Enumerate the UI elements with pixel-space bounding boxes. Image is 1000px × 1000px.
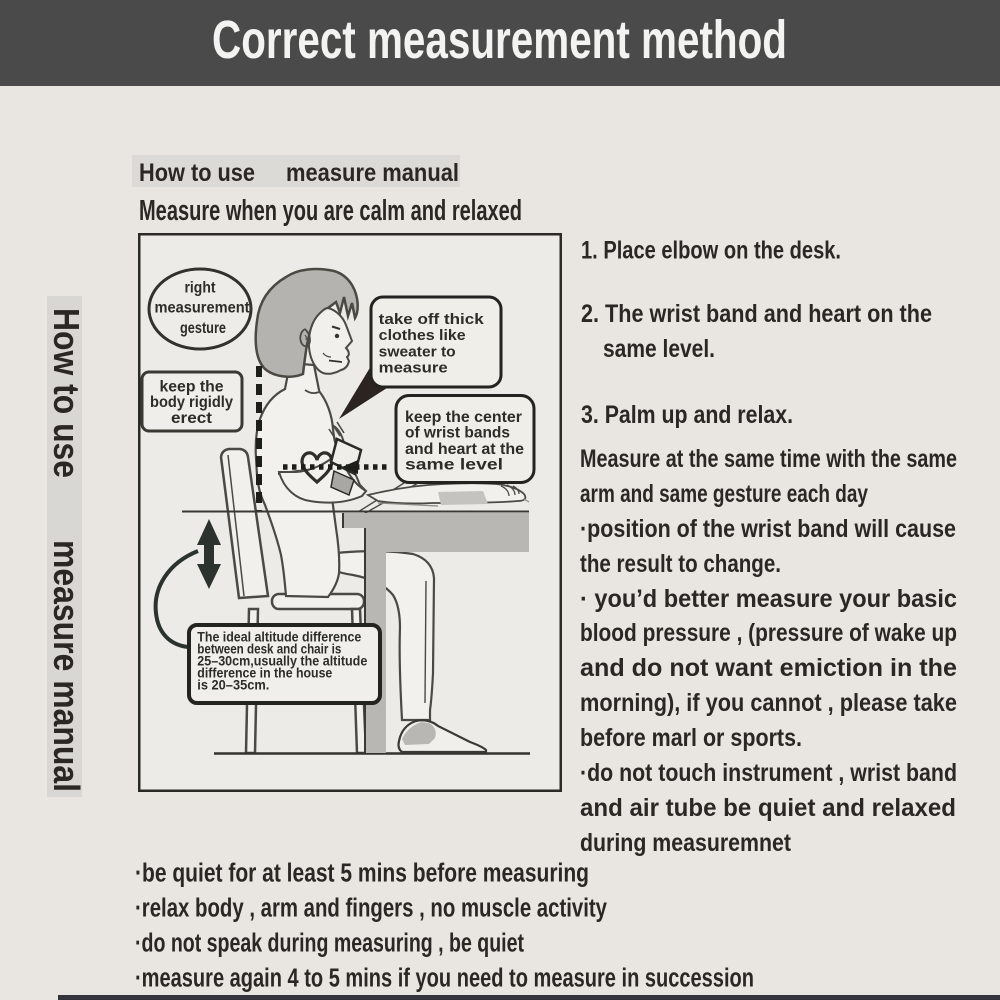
svg-text:and air tube be quiet and: and air tube be quiet and relaxed (580, 794, 956, 822)
svg-text:before marl or sports.: before marl or sports. (580, 724, 802, 752)
svg-text:same level.: same level. (603, 335, 715, 363)
svg-text:measurement: measurement (155, 300, 250, 317)
svg-text:keep the: keep the (160, 379, 224, 396)
svg-text:Measure at the same time with: Measure at the same time with the same (580, 445, 957, 473)
svg-text:take off thick: take off thick (379, 311, 485, 328)
svg-text:gesture: gesture (180, 320, 226, 337)
svg-text:·do not speak during measuring: ·do not speak during measuring , be quie… (135, 930, 524, 958)
svg-text:difference in the house: difference in the house (197, 664, 332, 680)
svg-text:during measuremnet: during measuremnet (580, 829, 792, 857)
svg-text:·position of the wrist band wi: ·position of the wrist band will cause (580, 515, 956, 543)
svg-text:Correct measurement method: Correct measurement method (212, 10, 787, 70)
svg-text:body rigidly: body rigidly (150, 394, 233, 411)
svg-text:and heart at the: and heart at the (405, 441, 524, 458)
svg-text:The ideal altitude difference: The ideal altitude difference (197, 629, 361, 645)
svg-text:· you’d better measure your: · you’d better measure your basic (580, 585, 957, 613)
svg-text:right: right (185, 280, 216, 297)
svg-text:How to use: How to use (139, 159, 255, 187)
svg-text:1. Place elbow on the desk.: 1. Place elbow on the desk. (581, 237, 841, 265)
svg-text:keep the center: keep the center (405, 409, 522, 426)
svg-text:3. Palm up and relax.: 3. Palm up and relax. (581, 401, 793, 429)
svg-text:erect: erect (171, 410, 212, 427)
svg-text:arm and same gesture each day: arm and same gesture each day (580, 480, 868, 508)
svg-text:measure manual: measure manual (286, 159, 459, 187)
svg-text:between desk and chair is: between desk and chair is (197, 640, 341, 656)
svg-text:sweater to: sweater to (379, 344, 456, 361)
svg-text:clothes like: clothes like (379, 327, 466, 344)
svg-text:same level: same level (405, 457, 503, 474)
svg-text:measure: measure (379, 359, 448, 376)
svg-text:Measure when you are calm and: Measure when you are calm and relaxed (139, 195, 522, 227)
svg-text:of wrist bands: of wrist bands (405, 424, 510, 441)
svg-text:·measure again 4 to 5 mins if: ·measure again 4 to 5 mins if you need t… (135, 965, 754, 993)
svg-text:morning), if you cannot , p: morning), if you cannot , please take (580, 689, 957, 717)
svg-text:·relax body , arm and fingers: ·relax body , arm and fingers , no muscl… (135, 895, 608, 923)
svg-text:2. The wrist band and heart on: 2. The wrist band and heart on the (581, 300, 932, 328)
svg-text:measure manual: measure manual (46, 540, 87, 792)
svg-text:·do not touch instrument , wri: ·do not touch instrument , wrist band (580, 759, 957, 787)
svg-text:and do not want emiction: and do not want emiction in the (580, 654, 957, 682)
svg-text:is 20–35cm.: is 20–35cm. (197, 677, 269, 693)
svg-text:the result to change.: the result to change. (580, 550, 781, 578)
svg-text:How to use: How to use (46, 308, 87, 478)
svg-text:25–30cm,usually the altitude: 25–30cm,usually the altitude (197, 653, 367, 669)
svg-text:·be quiet for at least 5 mins: ·be quiet for at least 5 mins before mea… (135, 860, 589, 888)
svg-text:blood pressure , (pressure of: blood pressure , (pressure of wake up (580, 619, 957, 647)
